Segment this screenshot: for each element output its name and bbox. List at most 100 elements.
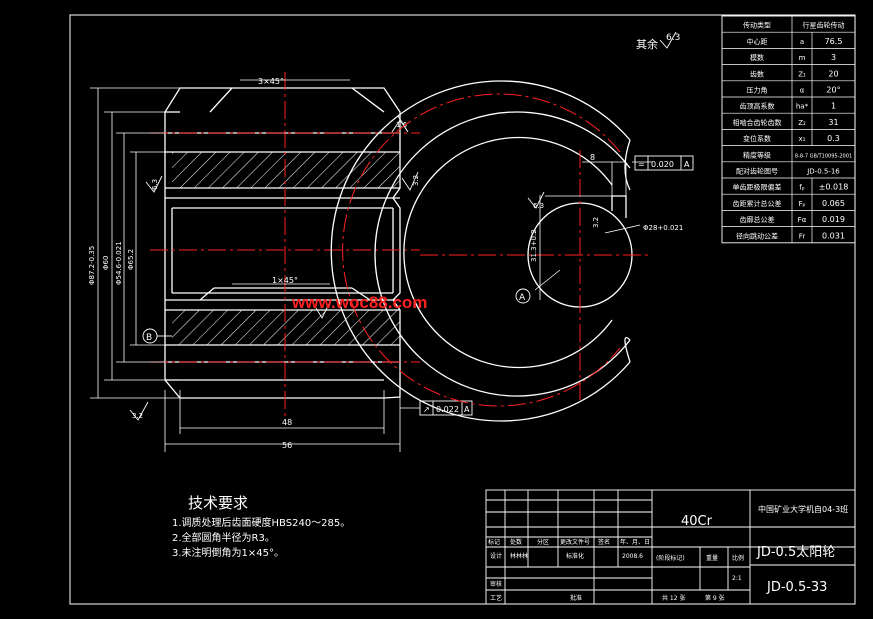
side-view (330, 80, 633, 422)
row-label-mark: 标记 (488, 538, 500, 546)
row-label-count: 处数 (510, 538, 522, 546)
scale-label: 比例 (732, 554, 744, 562)
chamfer-top-label: 3×45° (258, 77, 284, 86)
param-label: 齿距累计总公差 (733, 199, 782, 208)
process-label: 工艺 (490, 594, 502, 602)
dim-shoulder-label: Φ54.6-0.021 (115, 241, 123, 285)
param-label: 精度等级 (743, 150, 771, 159)
param-symbol: ha* (796, 103, 809, 111)
dim-bore-ref-label: Φ65.2 (127, 249, 135, 270)
tol-front-datum: A (464, 405, 470, 414)
param-label: 相啮合齿轮齿数 (733, 118, 782, 127)
designer: 林林林 (510, 552, 528, 560)
side-centerlines (342, 93, 650, 407)
date: 2008.6 (622, 553, 643, 560)
drawing-number: JD-0.5-33 (766, 580, 827, 595)
param-symbol: Z₁ (798, 70, 806, 78)
stage-mark: (阶段标记) (656, 554, 685, 562)
row-label-sign: 签名 (598, 538, 610, 546)
tol-front-value: 0.022 (436, 405, 459, 414)
rough-3-label: 3.2 (412, 175, 420, 186)
approve-label: 批准 (570, 594, 582, 602)
rough-1-label: 1.6 (396, 121, 408, 129)
param-symbol: α (800, 87, 805, 95)
design-label: 设计 (490, 552, 502, 560)
sheets: 共 12 张 (662, 594, 685, 602)
front-dimensions (90, 79, 420, 452)
dim-56-label: 56 (282, 441, 292, 450)
watermark: www.woc88.com (291, 293, 427, 312)
param-value: 3 (831, 53, 836, 62)
tech-req-heading: 技术要求 (188, 494, 248, 512)
dim-root-dia-label: Φ60 (102, 256, 110, 270)
title-block (485, 489, 856, 605)
datum-a-label: A (519, 293, 526, 303)
datum-a-circle (515, 288, 531, 304)
school: 中国矿业大学机自04-3班 (758, 504, 848, 514)
side-root-arc (374, 111, 631, 397)
param-value: 20° (826, 86, 840, 95)
param-symbol: Fr (799, 232, 806, 240)
tolerance-frame-front: ↗ 0.022 A (419, 400, 473, 416)
roughness-note-value: 6.3 (666, 33, 680, 43)
side-outer-arc (330, 80, 631, 422)
roughness-note-symbol (659, 31, 677, 49)
param-symbol: m (799, 54, 806, 62)
part-name: JD-0.5太阳轮 (756, 545, 835, 560)
side-dimensions (534, 161, 652, 300)
param-label: 模数 (750, 53, 764, 62)
param-symbol: Z₂ (798, 119, 806, 127)
rough-bore-symbol (527, 191, 545, 209)
material: 40Cr (681, 514, 713, 529)
param-label: 齿顶高系数 (740, 102, 775, 111)
param-label: 变位系数 (743, 134, 771, 143)
tech-req-item-3: 3.未注明倒角为1×45°。 (172, 546, 284, 559)
tech-req-item-2: 2.全部圆角半径为R3。 (172, 531, 275, 544)
keyway-depth-label: 31.3+0.2 (530, 229, 538, 262)
row-label-change: 更改文件号 (560, 538, 590, 546)
param-value: 0.031 (822, 231, 845, 240)
dim-48-label: 48 (282, 418, 292, 427)
tol-side-value: 0.020 (651, 160, 674, 169)
tolerance-frame-side: = 0.020 A (634, 155, 694, 171)
sheet-number: 第 9 张 (705, 594, 725, 602)
param-label: 单齿距极限偏差 (733, 183, 782, 192)
review-label: 审核 (490, 580, 502, 588)
param-value: 0.3 (827, 134, 840, 143)
chamfer-inner-label: 1×45° (272, 276, 298, 285)
front-centerlines (150, 72, 420, 420)
keyway (611, 195, 627, 218)
param-symbol: Fₚ (798, 200, 805, 208)
param-label: 压力角 (747, 86, 768, 95)
param-value: JD-0.5-16 (806, 168, 840, 176)
dim-tip-dia-label: Φ87.2-0.35 (88, 246, 96, 285)
param-label: 齿廓总公差 (740, 215, 775, 224)
param-symbol: a (800, 38, 804, 46)
param-symbol: x₁ (799, 135, 806, 143)
param-value: 76.5 (825, 37, 843, 46)
param-value: 20 (828, 69, 838, 78)
hatch-upper (172, 152, 400, 188)
scale-value: 2:1 (732, 575, 742, 582)
param-label: 齿数 (750, 69, 764, 78)
param-label: 传动类型 (743, 21, 771, 30)
tol-side-datum: A (684, 160, 690, 169)
param-value: 行星齿轮传动 (803, 21, 845, 30)
standardize-label: 标准化 (566, 552, 584, 560)
side-shoulder-arc (403, 136, 613, 369)
weight-label: 重量 (706, 554, 718, 562)
rough-bore-label: 6.3 (533, 202, 544, 210)
param-value: ±0.018 (819, 183, 849, 192)
drawing-border (69, 14, 856, 605)
hatch-lower (172, 310, 400, 345)
keyway-width-label: 8 (590, 153, 595, 162)
tol-front-symbol: ↗ (423, 405, 430, 414)
bore-dia-label: Φ28+0.021 (643, 224, 683, 232)
param-value: 0.065 (822, 199, 845, 208)
tech-req-item-1: 1.调质处理后齿面硬度HBS240～285。 (172, 516, 350, 529)
row-label-zone: 分区 (537, 538, 549, 546)
param-symbol: Fα (798, 216, 807, 224)
param-value: 0.019 (822, 215, 845, 224)
